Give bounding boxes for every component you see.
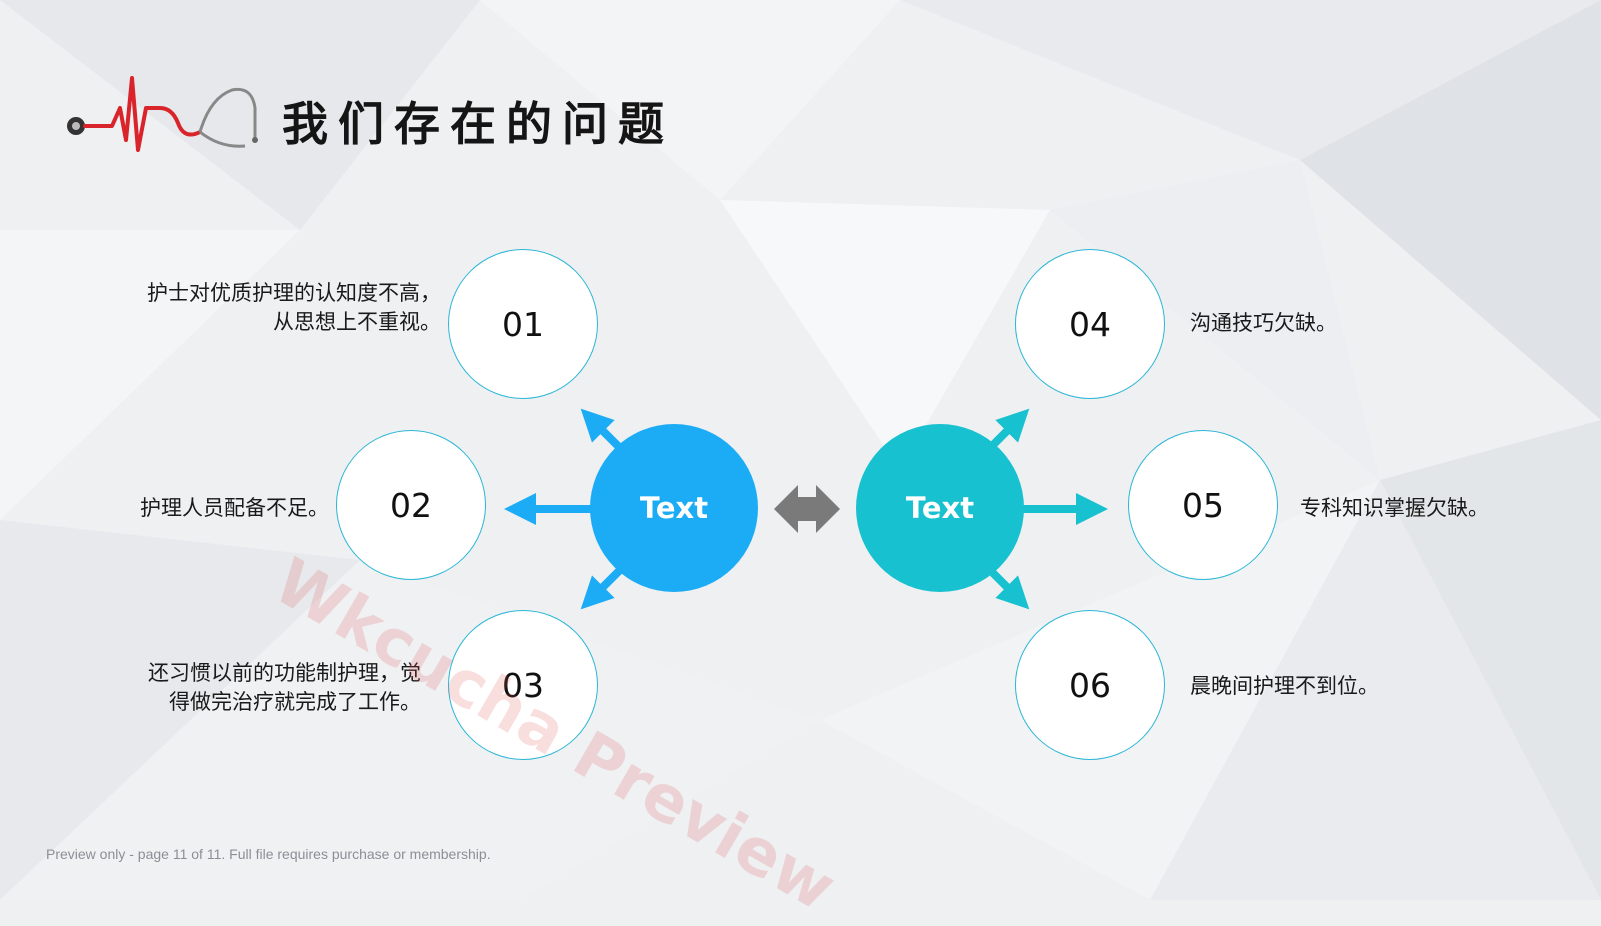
item-02-text: 护理人员配备不足。 [140, 496, 329, 520]
right-hub-label: Text [905, 491, 975, 525]
item-05-text: 专科知识掌握欠缺。 [1300, 496, 1489, 520]
double-arrow-icon [774, 485, 840, 533]
circle-06: 06 [1015, 610, 1165, 760]
footer-note: Preview only - page 11 of 11. Full file … [46, 846, 491, 862]
stethoscope-icon [67, 76, 258, 152]
left-hub-label: Text [639, 491, 709, 525]
item-03-text: 还习惯以前的功能制护理，觉 得做完治疗就完成了工作。 [148, 661, 421, 714]
arrows-layer [504, 408, 1108, 610]
item-04-text: 沟通技巧欠缺。 [1190, 311, 1337, 335]
page-title: 我们存在的问题 [282, 97, 674, 151]
circle-03: 03 [448, 610, 598, 760]
circle-01: 01 [448, 249, 598, 399]
item-01-text: 护士对优质护理的认知度不高， 从思想上不重视。 [147, 281, 441, 334]
circle-05: 05 [1128, 430, 1278, 580]
right-hub: Text [856, 424, 1024, 592]
item-06-text: 晨晚间护理不到位。 [1190, 674, 1379, 698]
circle-04: 04 [1015, 249, 1165, 399]
circle-02: 02 [336, 430, 486, 580]
left-hub: Text [590, 424, 758, 592]
